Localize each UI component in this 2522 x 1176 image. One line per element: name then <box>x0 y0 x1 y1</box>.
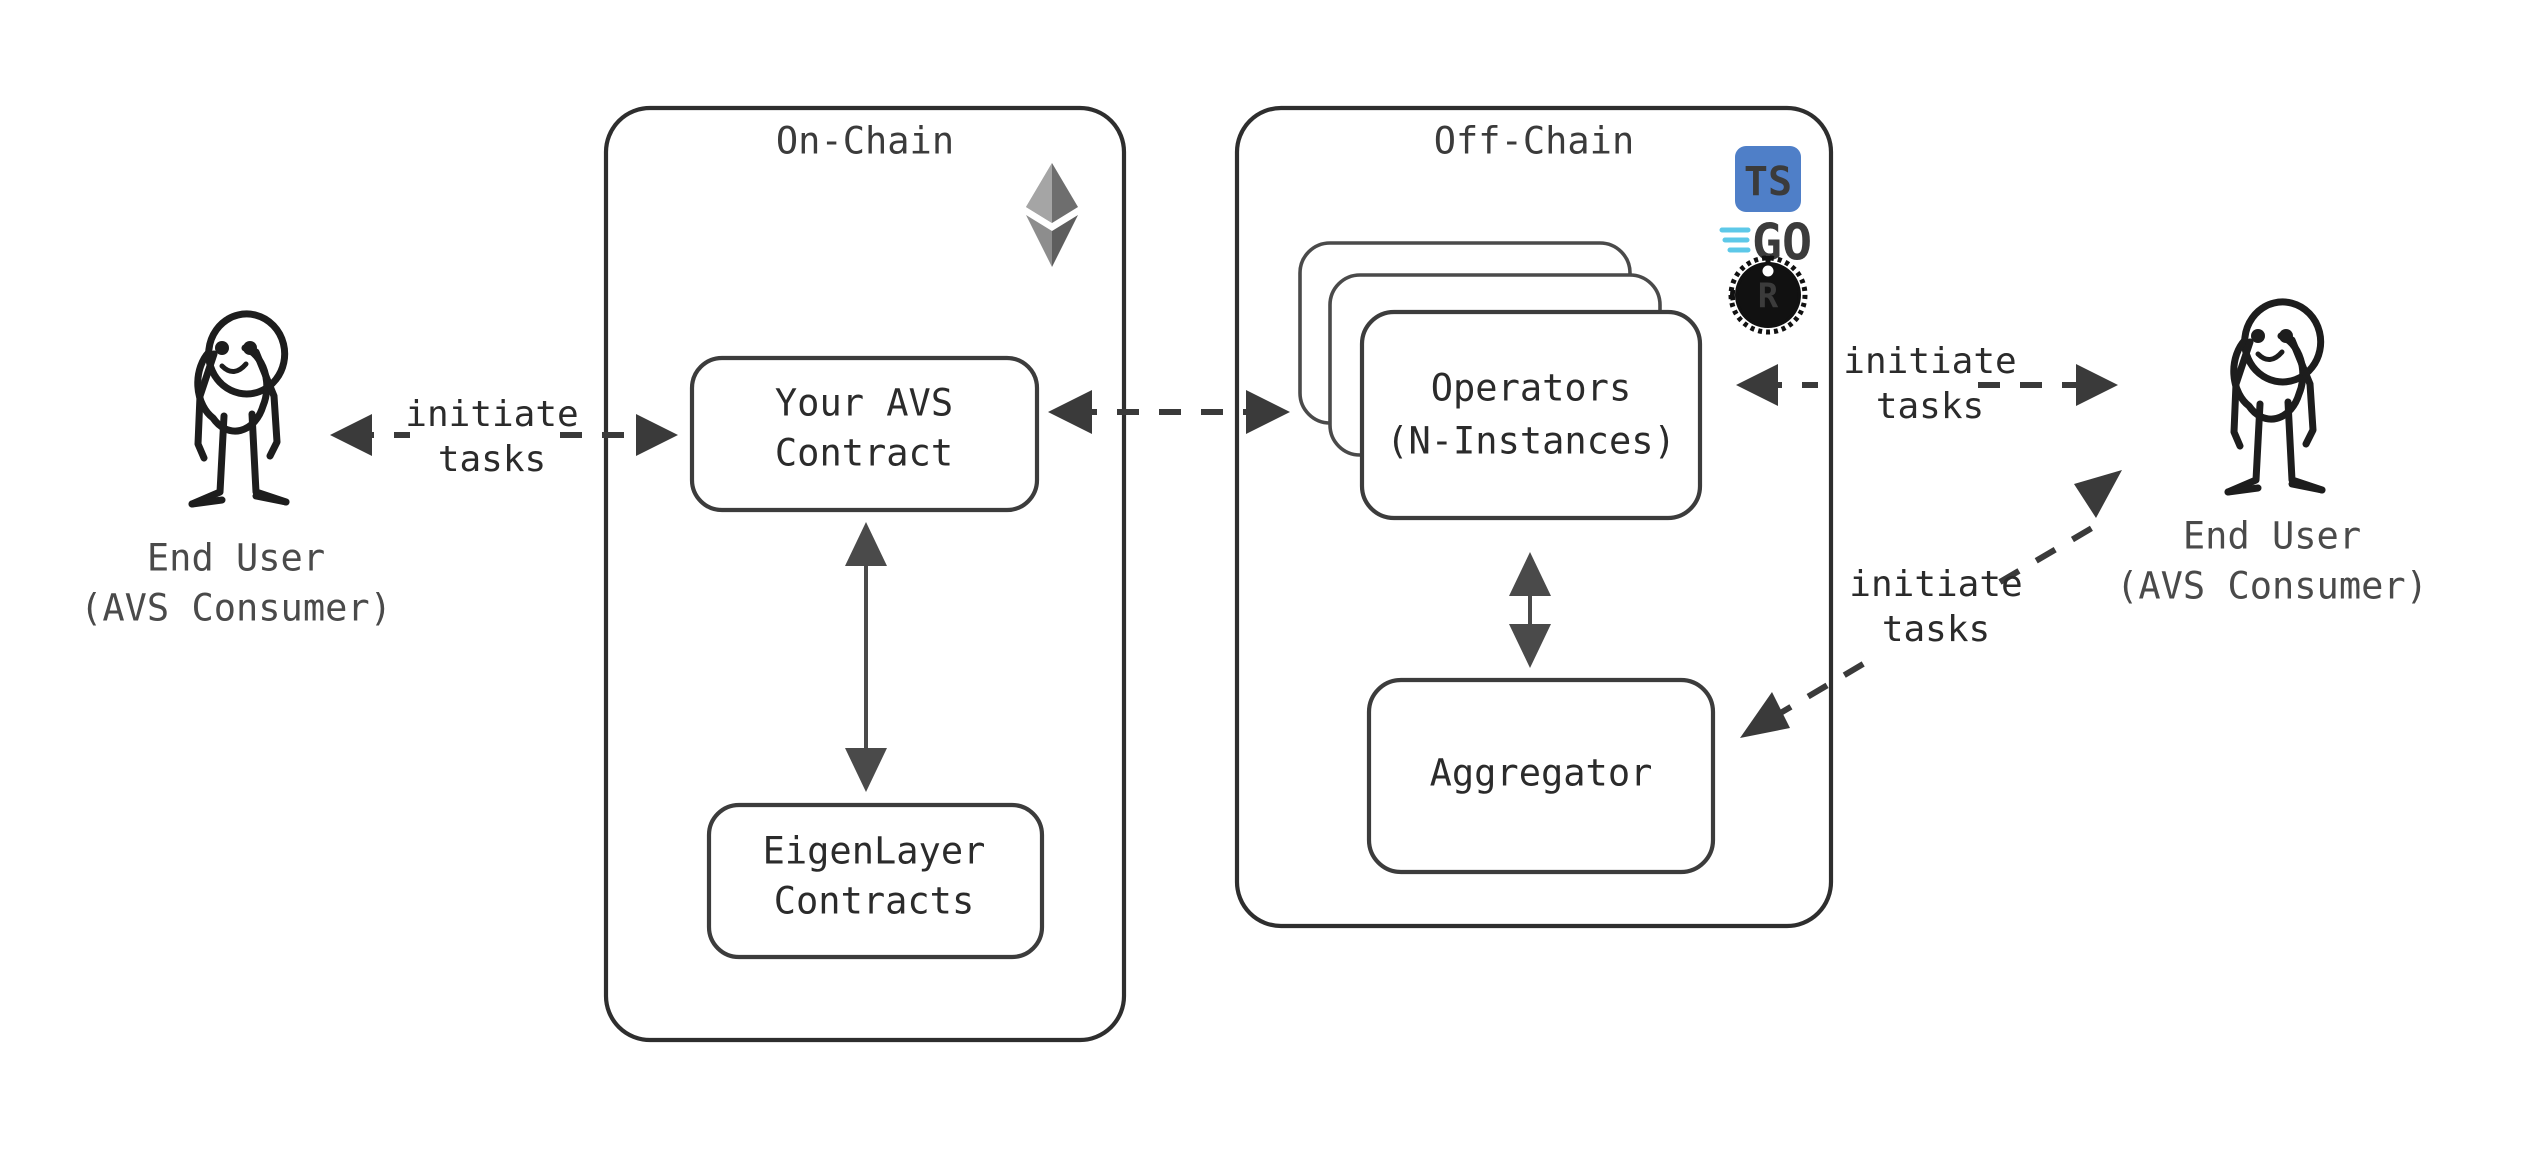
left-edge-arrowhead-left <box>330 414 372 456</box>
node-your-avs-contract[interactable]: Your AVS Contract <box>689 355 1040 513</box>
contract-operators-arrowhead-left <box>1048 390 1092 434</box>
off-chain-panel-title: Off-Chain <box>1434 120 1634 163</box>
aggregator-box[interactable] <box>1366 677 1716 875</box>
right-diag-edge-arrowhead-upper <box>2074 470 2122 518</box>
right-figure-smile <box>2255 349 2285 362</box>
panel-off-chain: Off-Chain <box>1234 105 1834 929</box>
go-logo-label: GO <box>1752 214 1812 272</box>
on-chain-panel-border <box>603 105 1127 1043</box>
operators-label-line1: Operators <box>1431 367 1631 410</box>
actor-end-user-left: End User (AVS Consumer) <box>80 310 392 630</box>
left-figure-smile <box>219 361 249 374</box>
right-diag-edge-dash-b <box>1998 525 2094 585</box>
edge-operators-aggregator <box>1509 552 1551 668</box>
left-edge-label-line2: tasks <box>438 439 546 480</box>
edge-contract-eigenlayer <box>845 522 887 792</box>
right-diag-edge-dash-a <box>1770 651 1882 721</box>
on-chain-panel-title: On-Chain <box>776 120 954 163</box>
operators-aggregator-arrowhead-up <box>1509 552 1551 596</box>
operators-box[interactable] <box>1359 309 1703 521</box>
node-eigenlayer-contracts[interactable]: EigenLayer Contracts <box>706 802 1045 960</box>
off-chain-panel-border <box>1234 105 1834 929</box>
left-figure-eye-left <box>215 341 229 355</box>
ethereum-logo <box>1026 163 1078 267</box>
right-diag-edge-label-line2: tasks <box>1882 609 1990 650</box>
eigenlayer-contracts-box[interactable] <box>706 802 1045 960</box>
eigenlayer-contracts-label-line2: Contracts <box>774 880 974 923</box>
typescript-logo: TS <box>1735 146 1801 212</box>
your-avs-contract-box[interactable] <box>689 355 1040 513</box>
end-user-right-label-line2: (AVS Consumer) <box>2116 565 2428 608</box>
end-user-left-label-line2: (AVS Consumer) <box>80 587 392 630</box>
eigenlayer-contracts-label-line1: EigenLayer <box>763 830 986 873</box>
edge-right-initiate-tasks-operators: initiate tasks <box>1736 341 2118 427</box>
left-edge-arrowhead-right <box>636 414 678 456</box>
your-avs-contract-label-line2: Contract <box>775 432 953 475</box>
left-edge-label-line1: initiate <box>405 394 578 435</box>
your-avs-contract-label-line1: Your AVS <box>775 382 953 425</box>
node-aggregator[interactable]: Aggregator <box>1366 677 1716 875</box>
operators-label-line2: (N-Instances) <box>1386 420 1676 463</box>
actor-end-user-right: End User (AVS Consumer) <box>2116 298 2428 608</box>
edge-left-initiate-tasks: initiate tasks <box>330 394 678 480</box>
right-figure-eye-left <box>2251 329 2265 343</box>
left-figure-eye-right <box>243 341 257 355</box>
right-diag-edge-label-line1: initiate <box>1849 564 2022 605</box>
end-user-left-label-line1: End User <box>147 537 325 580</box>
end-user-right-label-line1: End User <box>2183 515 2361 558</box>
contract-eigenlayer-arrowhead-down <box>845 748 887 792</box>
operators-aggregator-arrowhead-down <box>1509 624 1551 668</box>
panel-on-chain: On-Chain <box>603 105 1127 1043</box>
typescript-logo-label: TS <box>1744 159 1792 205</box>
right-top-edge-label-line1: initiate <box>1843 341 2016 382</box>
rust-logo: R <box>1728 255 1808 335</box>
node-operators[interactable]: Operators (N-Instances) <box>1298 241 1703 521</box>
contract-eigenlayer-arrowhead-up <box>845 522 887 566</box>
right-top-edge-arrowhead-left <box>1736 364 1778 406</box>
right-figure-eye-right <box>2279 329 2293 343</box>
go-logo: GO <box>1719 214 1812 272</box>
right-top-edge-label-line2: tasks <box>1876 386 1984 427</box>
edge-right-initiate-tasks-aggregator: initiate tasks <box>1740 470 2122 738</box>
rust-logo-label: R <box>1758 277 1779 317</box>
edge-contract-operators <box>1048 390 1290 434</box>
right-diag-edge-arrowhead-lower <box>1740 692 1790 738</box>
right-top-edge-arrowhead-right <box>2076 364 2118 406</box>
aggregator-label: Aggregator <box>1430 752 1653 795</box>
contract-operators-arrowhead-right <box>1246 390 1290 434</box>
